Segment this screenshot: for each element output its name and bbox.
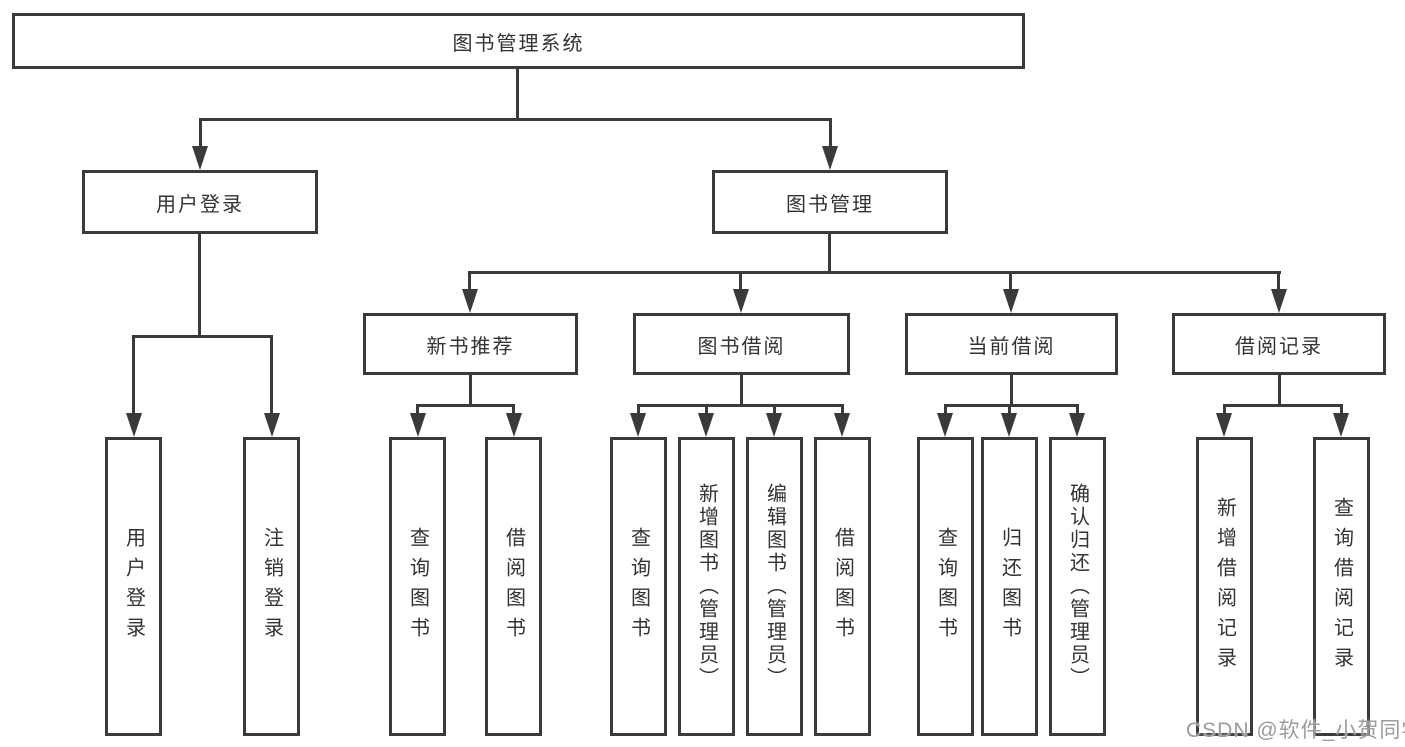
connector-groupA-bracket	[416, 404, 515, 407]
connector-groupC-drop1	[944, 404, 947, 416]
arrow-down-icon	[937, 413, 953, 437]
node-book-management: 图书管理	[712, 170, 948, 234]
node-label: 借阅图书	[831, 526, 854, 647]
connector-user-login-bracket	[132, 335, 273, 338]
connector-groupA-stub	[469, 375, 472, 407]
node-label: 查询图书	[627, 526, 650, 647]
watermark-text: CSDN @软件_小贺同学	[1186, 719, 1405, 742]
arrow-down-icon	[1271, 289, 1287, 313]
connector-root-stub	[516, 69, 519, 120]
node-label: 图书借阅	[697, 335, 786, 358]
arrow-down-icon	[1003, 289, 1019, 313]
node-leaf-user-login: 用户登录	[105, 437, 162, 736]
node-label: 借阅图书	[502, 526, 525, 647]
node-leaf-add-borrow-record: 新增借阅记录	[1196, 437, 1253, 736]
node-label: 确认归还（管理员）	[1066, 483, 1089, 690]
node-label: 注销登录	[260, 526, 283, 647]
node-user-login: 用户登录	[82, 170, 318, 234]
arrow-down-icon	[462, 289, 478, 313]
arrow-down-icon	[1069, 413, 1085, 437]
node-leaf-borrow-books: 借阅图书	[814, 437, 871, 736]
connector-drop-book-borrow	[739, 271, 742, 293]
node-label: 查询借阅记录	[1330, 496, 1353, 677]
connector-groupB-stub	[740, 375, 743, 407]
connector-drop-new-book	[468, 271, 471, 293]
arrow-down-icon	[698, 413, 714, 437]
node-label: 查询图书	[406, 526, 429, 647]
node-label: 新增图书（管理员）	[695, 483, 718, 690]
connector-user-login-stub	[198, 234, 201, 338]
connector-drop-leaf-logout	[270, 335, 273, 417]
arrow-down-icon	[264, 413, 280, 437]
connector-drop-book-mgmt	[829, 118, 832, 150]
connector-groupC-drop3	[1076, 404, 1079, 416]
connector-groupC-stub	[1010, 375, 1013, 407]
connector-groupA-drop1	[416, 404, 419, 416]
connector-book-mgmt-stub	[828, 234, 831, 274]
arrow-down-icon	[410, 413, 426, 437]
node-label: 借阅记录	[1235, 335, 1323, 358]
connector-drop-borrow-records	[1277, 271, 1280, 293]
arrow-down-icon	[834, 413, 850, 437]
connector-groupB-bracket	[637, 404, 844, 407]
node-leaf-borrow-books-recommend: 借阅图书	[485, 437, 542, 736]
arrow-down-icon	[822, 146, 838, 170]
connector-level2-bracket	[468, 271, 1281, 274]
node-label: 归还图书	[998, 526, 1021, 647]
node-leaf-edit-books-admin: 编辑图书（管理员）	[746, 437, 803, 736]
connector-groupD-bracket	[1223, 404, 1343, 407]
arrow-down-icon	[766, 413, 782, 437]
node-current-borrow: 当前借阅	[905, 313, 1118, 375]
connector-groupB-drop4	[841, 404, 844, 416]
node-book-borrow: 图书借阅	[633, 313, 850, 375]
node-leaf-query-books-borrow: 查询图书	[610, 437, 667, 736]
connector-groupA-drop2	[512, 404, 515, 416]
connector-groupD-drop2	[1340, 404, 1343, 416]
arrow-down-icon	[733, 289, 749, 313]
connector-groupC-bracket	[944, 404, 1079, 407]
connector-drop-user-login	[199, 118, 202, 150]
node-label: 当前借阅	[967, 335, 1056, 358]
connector-drop-leaf-login	[132, 335, 135, 417]
node-label: 图书管理	[786, 193, 874, 216]
arrow-down-icon	[506, 413, 522, 437]
node-label: 新书推荐	[426, 335, 515, 358]
node-leaf-confirm-return-admin: 确认归还（管理员）	[1049, 437, 1106, 736]
node-label: 用户登录	[122, 526, 145, 647]
connector-drop-current-borrow	[1009, 271, 1012, 293]
node-label: 查询图书	[934, 526, 957, 647]
arrow-down-icon	[1001, 413, 1017, 437]
node-new-book-recommend: 新书推荐	[363, 313, 578, 375]
connector-groupB-drop3	[773, 404, 776, 416]
arrow-down-icon	[630, 413, 646, 437]
node-leaf-query-borrow-record: 查询借阅记录	[1313, 437, 1370, 736]
connector-groupD-drop1	[1223, 404, 1226, 416]
node-label: 编辑图书（管理员）	[763, 483, 786, 690]
arrow-down-icon	[1216, 413, 1232, 437]
node-library-system: 图书管理系统	[12, 13, 1025, 69]
connector-groupC-drop2	[1008, 404, 1011, 416]
node-label: 图书管理系统	[452, 32, 585, 55]
connector-groupB-drop2	[705, 404, 708, 416]
arrow-down-icon	[126, 413, 142, 437]
node-leaf-return-books: 归还图书	[981, 437, 1038, 736]
node-borrow-records: 借阅记录	[1172, 313, 1386, 375]
connector-groupD-stub	[1278, 375, 1281, 407]
node-leaf-query-books-current: 查询图书	[917, 437, 974, 736]
node-leaf-add-books-admin: 新增图书（管理员）	[678, 437, 735, 736]
connector-level1-bracket	[199, 118, 831, 121]
node-leaf-logout: 注销登录	[243, 437, 300, 736]
arrow-down-icon	[192, 146, 208, 170]
node-label: 用户登录	[156, 193, 244, 216]
node-leaf-query-books-recommend: 查询图书	[389, 437, 446, 736]
arrow-down-icon	[1333, 413, 1349, 437]
connector-groupB-drop1	[637, 404, 640, 416]
node-label: 新增借阅记录	[1213, 496, 1236, 677]
